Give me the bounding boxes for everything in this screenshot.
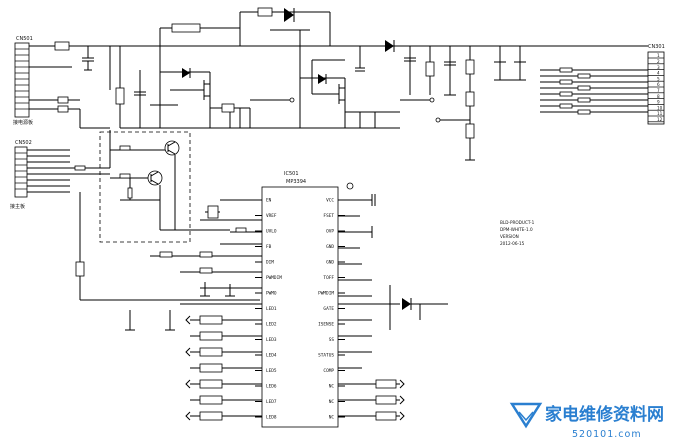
cn502-wiring xyxy=(27,149,260,301)
ic-right-pin-label: NC xyxy=(329,415,335,421)
ic-right-network xyxy=(338,182,448,421)
ic-left-pin-label: LED7 xyxy=(266,399,277,405)
board-info: BLD-PRODUCT-1 DPM-WHITE-1.0 VERSION 2012… xyxy=(500,220,535,246)
ic-left-pin-label: FB xyxy=(266,244,272,250)
cn301-pin-number: 3 xyxy=(657,65,660,70)
switch-stage-right xyxy=(299,46,435,129)
cn301-pin-number: 5 xyxy=(657,76,660,81)
ic-left-pin-label: LED5 xyxy=(266,368,277,374)
ic-right-pin-label: FSET xyxy=(323,213,334,219)
cn502-caption: 接主板 xyxy=(10,203,25,210)
ic-right-pin-label: GND xyxy=(326,244,334,250)
ic501-controller: IC501 MP3394 EN VREF UVLO FB DIM PWMDIM PWMO LE… xyxy=(255,171,345,428)
connector-cn501: CN501 接电源板 xyxy=(13,36,33,126)
watermark-text: 家电维修资料网 xyxy=(545,404,664,425)
cn501-label: CN501 xyxy=(16,36,33,42)
ic-left-pin-label: VREF xyxy=(266,213,277,219)
ic-left-network xyxy=(125,199,262,421)
board-info-line1: BLD-PRODUCT-1 xyxy=(500,220,535,225)
cn301-label: CN301 xyxy=(648,44,665,50)
cn301-pin-number: 4 xyxy=(657,71,660,76)
ic-right-pin-label: COMP xyxy=(323,368,334,374)
cn301-pin-number: 8 xyxy=(657,94,660,99)
cn301-pin-number: 6 xyxy=(657,82,660,87)
boost-rail-top xyxy=(110,7,470,47)
board-info-line2: DPM-WHITE-1.0 xyxy=(500,227,533,232)
ic-right-pin-label: NC xyxy=(329,384,335,390)
cn301-pin-number: 2 xyxy=(657,59,660,64)
output-stage xyxy=(355,40,648,161)
ic-right-pin-label: STATUS xyxy=(318,353,334,359)
ic-right-pin-label: VCC xyxy=(326,198,334,204)
led-string-resistors xyxy=(540,67,648,115)
ic-left-pin-label: PWMDIM xyxy=(266,275,282,281)
cn502-label: CN502 xyxy=(15,140,32,146)
ic-left-pin-label: LED6 xyxy=(266,384,277,390)
cn301-pin-number: 1 xyxy=(657,53,660,58)
ic-ref: IC501 xyxy=(284,171,299,177)
cn301-pin-number: 12 xyxy=(657,117,663,122)
board-info-line4: 2012-06-15 xyxy=(500,241,525,246)
watermark: 家电维修资料网 520101.com xyxy=(509,402,664,440)
ic-left-pin-label: UVLO xyxy=(266,229,277,235)
ic-right-pin-label: ISENSE xyxy=(318,322,334,328)
cn301-pin-number: 11 xyxy=(657,111,663,116)
ic-right-pin-label: PWMDIM xyxy=(318,291,334,297)
ic-left-pin-label: DIM xyxy=(266,260,274,266)
connector-cn502: CN502 接主板 xyxy=(10,140,32,210)
cn301-pin-number: 10 xyxy=(657,105,663,110)
cn501-caption: 接电源板 xyxy=(13,119,33,126)
ic-left-pin-label: LED3 xyxy=(266,337,277,343)
ic-right-pin-label: GATE xyxy=(323,306,334,312)
interface-block-dashed xyxy=(99,130,230,243)
ic-part: MP3394 xyxy=(286,179,306,185)
input-wiring xyxy=(29,41,111,129)
ic-right-pin-label: GND xyxy=(326,260,334,266)
ic-right-pin-label: OVP xyxy=(326,229,334,235)
ic-left-pin-label: LED4 xyxy=(266,353,277,359)
cn301-pin-number: 7 xyxy=(657,88,660,93)
switch-stage-left xyxy=(115,46,300,129)
ic-right-pin-label: NC xyxy=(329,399,335,405)
ic-left-pin-label: LED1 xyxy=(266,306,277,312)
watermark-url: 520101.com xyxy=(572,429,642,440)
ic-right-pin-label: TOFF xyxy=(323,275,334,281)
cn301-pin-number: 9 xyxy=(657,100,660,105)
ic-left-pin-label: LED8 xyxy=(266,415,277,421)
ic-right-pin-label: SS xyxy=(329,337,335,343)
ic-left-pin-label: LED2 xyxy=(266,322,277,328)
ic-left-pin-label: EN xyxy=(266,198,272,204)
watermark-logo-icon xyxy=(509,402,543,429)
ic-left-pin-label: PWMO xyxy=(266,291,277,297)
board-info-line3: VERSION xyxy=(500,234,519,239)
